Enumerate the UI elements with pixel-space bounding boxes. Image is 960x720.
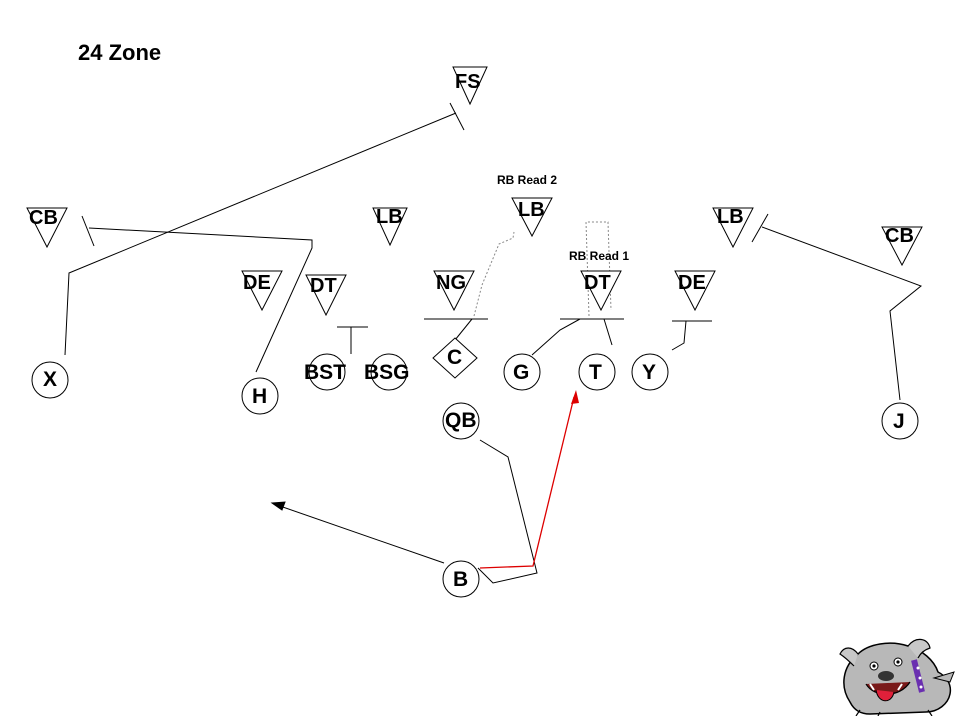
cb-block-mark xyxy=(82,216,94,246)
run-path xyxy=(480,397,574,568)
h-label: H xyxy=(252,385,267,409)
y-label: Y xyxy=(642,361,656,385)
bst-label: BST xyxy=(304,361,346,385)
lb-mid-label: LB xyxy=(518,199,545,222)
de-right-label: DE xyxy=(678,272,706,295)
y-block-stem xyxy=(672,321,686,350)
b-route-arrow xyxy=(272,502,285,510)
run-path-arrow xyxy=(571,390,579,404)
fs-label: FS xyxy=(455,71,481,94)
cb-left-label: CB xyxy=(29,207,58,230)
center-block-stem xyxy=(455,319,472,340)
x-label: X xyxy=(43,368,57,392)
ng-label: NG xyxy=(436,272,466,295)
b-route xyxy=(277,505,444,563)
t-label: T xyxy=(589,361,602,385)
cb-right-label: CB xyxy=(885,225,914,248)
read2-note: RB Read 2 xyxy=(497,174,557,187)
bulldog-mascot-icon xyxy=(830,632,956,716)
de-left-label: DE xyxy=(243,272,271,295)
bsg-label: BSG xyxy=(364,361,410,385)
j-label: J xyxy=(893,410,905,434)
read2-line xyxy=(474,232,514,316)
c-label: C xyxy=(447,346,462,370)
x-route xyxy=(65,113,456,355)
dt-right-label: DT xyxy=(584,272,611,295)
lb-right-label: LB xyxy=(717,206,744,229)
play-title: 24 Zone xyxy=(78,40,161,66)
dt-left-label: DT xyxy=(310,275,337,298)
qb-label: QB xyxy=(445,409,477,433)
read1-note: RB Read 1 xyxy=(569,250,639,263)
b-label: B xyxy=(453,568,468,592)
guard-block-stem xyxy=(532,319,580,355)
h-route xyxy=(89,228,312,372)
qb-path xyxy=(478,440,537,583)
lb-left-label: LB xyxy=(376,206,403,229)
tackle-block-stem xyxy=(604,319,612,345)
fs-block-mark xyxy=(450,103,464,130)
g-label: G xyxy=(513,361,529,385)
